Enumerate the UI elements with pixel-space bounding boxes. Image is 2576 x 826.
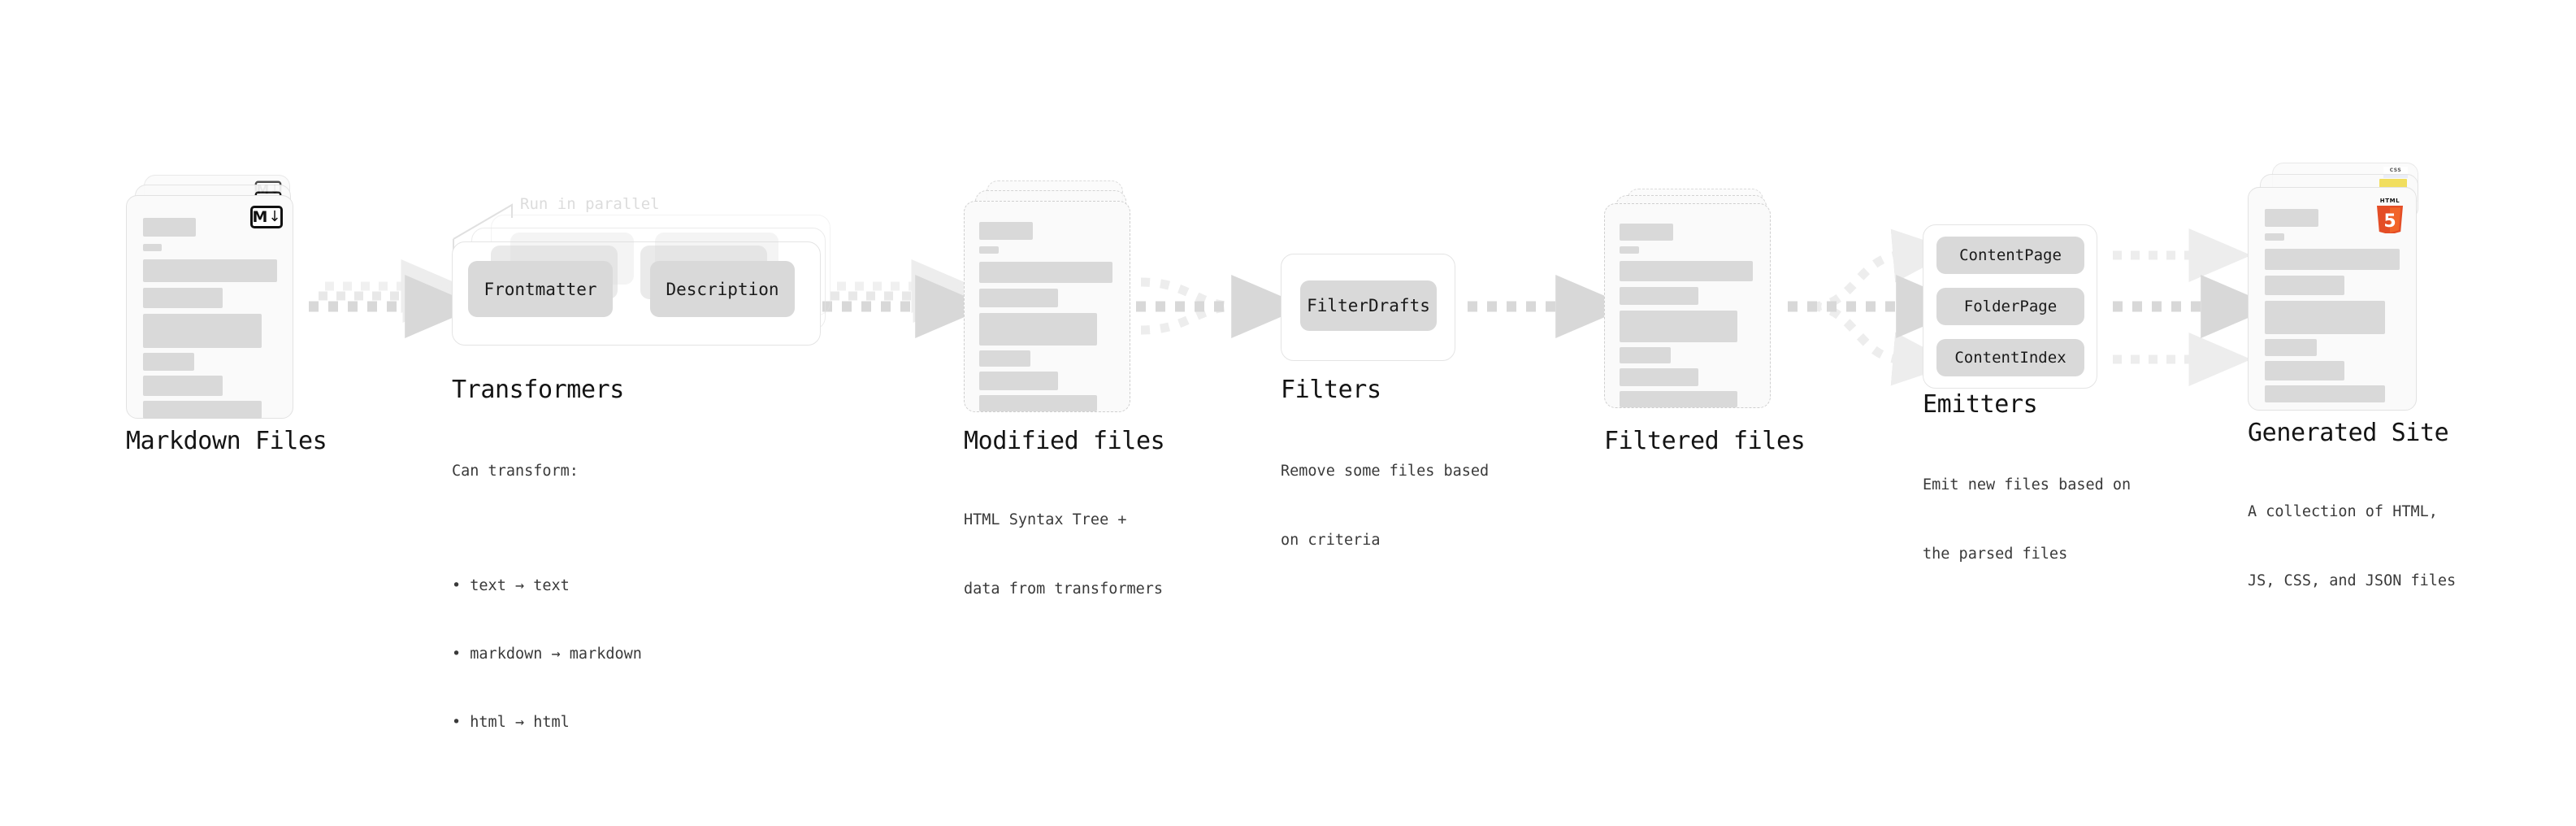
skeleton-bar xyxy=(979,262,1112,283)
skeleton-bar xyxy=(2265,339,2317,356)
transformers-bullet-1: • markdown → markdown xyxy=(452,646,642,663)
emitters-pill-contentindex[interactable]: ContentIndex xyxy=(1936,339,2084,376)
css-badge-label: CSS xyxy=(2389,167,2402,173)
markdown-card-stack: M ↓ M ↓ M ↓ xyxy=(126,175,301,419)
skeleton-bar xyxy=(2265,385,2385,402)
stage-title-filtered-files: Filtered files xyxy=(1604,427,1806,455)
markdown-card-front: M ↓ xyxy=(126,195,293,419)
markdown-badge-arrow-icon: ↓ xyxy=(268,208,281,225)
skeleton-bar xyxy=(979,222,1033,240)
stage-title-filters: Filters xyxy=(1281,376,1381,404)
skeleton-bar xyxy=(1620,224,1673,241)
skeleton-bar xyxy=(1620,368,1698,386)
pipeline-diagram: M ↓ M ↓ M ↓ xyxy=(126,163,2456,731)
filtered-card-front xyxy=(1604,203,1771,408)
filters-pill-filterdrafts-label: FilterDrafts xyxy=(1307,296,1430,315)
html5-badge: HTML 5 xyxy=(2374,196,2406,235)
stage-title-generated-site: Generated Site xyxy=(2248,419,2449,447)
emitters-caption-line-1: the parsed files xyxy=(1923,545,2068,563)
skeleton-bar xyxy=(979,313,1097,346)
skeleton-bar xyxy=(2265,276,2344,295)
generated-site-caption-line-1: JS, CSS, and JSON files xyxy=(2248,572,2457,589)
filters-caption-line-0: Remove some files based xyxy=(1281,463,1490,480)
run-in-parallel-annotation: Run in parallel xyxy=(520,195,660,213)
skeleton-bar xyxy=(143,314,262,348)
stage-title-emitters: Emitters xyxy=(1923,390,2038,419)
skeleton-bar xyxy=(979,372,1058,390)
modified-card-front xyxy=(964,201,1130,412)
transformer-pill-description-label: Description xyxy=(666,279,779,299)
connector-modified-to-filters xyxy=(1136,275,1306,338)
skeleton-bar xyxy=(1620,261,1753,281)
stage-modified-files xyxy=(964,180,1143,416)
connector-md-to-transformers xyxy=(309,259,479,338)
skeleton-bar xyxy=(2265,233,2284,241)
skeleton-bar xyxy=(1620,311,1737,342)
skeleton-bar xyxy=(979,395,1097,411)
filtered-card-stack xyxy=(1604,189,1783,416)
generated-site-card-stack: CSS HTML 5 xyxy=(2248,163,2435,415)
skeleton-bar xyxy=(143,244,162,251)
modified-caption-line-0: HTML Syntax Tree + xyxy=(964,511,1127,529)
skeleton-bar xyxy=(143,218,196,237)
stage-caption-transformers: Can transform: • text → text • markdown … xyxy=(452,415,642,826)
skeleton-bar xyxy=(143,353,194,371)
skeleton-bar xyxy=(2265,249,2400,270)
stage-caption-emitters: Emit new files based on the parsed files xyxy=(1923,428,2131,611)
skeleton-bar xyxy=(143,259,277,282)
transformers-bullet-0: • text → text xyxy=(452,576,570,594)
connector-emitters-to-site xyxy=(2113,228,2275,386)
skeleton-bar xyxy=(979,289,1058,307)
stage-title-modified-files: Modified files xyxy=(964,427,1165,455)
skeleton-bar xyxy=(1620,347,1671,363)
skeleton-bar xyxy=(1620,287,1698,305)
svg-text:HTML: HTML xyxy=(2380,198,2400,204)
stage-generated-site: CSS HTML 5 xyxy=(2248,163,2435,415)
modified-caption-line-1: data from transformers xyxy=(964,580,1164,598)
markdown-badge: M ↓ xyxy=(250,206,283,228)
skeleton-bar xyxy=(1620,246,1639,254)
generated-site-caption-line-0: A collection of HTML, xyxy=(2248,503,2438,521)
skeleton-bar xyxy=(143,288,223,308)
stage-filtered-files xyxy=(1604,189,1783,416)
skeleton-bar xyxy=(1620,391,1737,407)
stage-title-transformers: Transformers xyxy=(452,376,624,404)
markdown-badge-letter: M xyxy=(252,207,268,226)
emitters-pill-folderpage-label: FolderPage xyxy=(1963,298,2058,315)
filters-pill-filterdrafts[interactable]: FilterDrafts xyxy=(1300,280,1437,331)
connector-filtered-to-emitters xyxy=(1788,228,1971,386)
filters-caption-line-1: on criteria xyxy=(1281,531,1381,549)
emitters-pill-contentpage[interactable]: ContentPage xyxy=(1936,237,2084,274)
transformers-caption-intro: Can transform: xyxy=(452,463,579,480)
transformer-pill-description[interactable]: Description xyxy=(650,261,795,317)
emitters-caption-line-0: Emit new files based on xyxy=(1923,476,2131,494)
skeleton-bar xyxy=(979,350,1030,367)
stage-caption-filters: Remove some files based on criteria xyxy=(1281,415,1489,598)
stage-title-markdown-files: Markdown Files xyxy=(126,427,327,455)
skeleton-bar xyxy=(143,376,223,396)
transformer-pill-frontmatter-label: Frontmatter xyxy=(484,279,597,299)
skeleton-bar xyxy=(2265,209,2318,227)
skeleton-bar xyxy=(2265,301,2385,334)
emitters-pill-contentindex-label: ContentIndex xyxy=(1954,349,2066,367)
stage-caption-generated-site: A collection of HTML, JS, CSS, and JSON … xyxy=(2248,455,2456,638)
emitters-pill-folderpage[interactable]: FolderPage xyxy=(1936,288,2084,325)
html5-badge-icon: HTML 5 xyxy=(2377,198,2403,235)
stage-caption-modified-files: HTML Syntax Tree + data from transformer… xyxy=(964,463,1163,646)
modified-card-stack xyxy=(964,180,1143,416)
skeleton-bar xyxy=(2265,361,2344,380)
transformers-bullet-2: • html → html xyxy=(452,714,570,732)
connector-transformers-to-modified xyxy=(822,259,990,338)
transformers-caption-bullets: • text → text • markdown → markdown • ht… xyxy=(452,529,642,780)
skeleton-bar xyxy=(979,246,999,254)
transformer-pill-frontmatter[interactable]: Frontmatter xyxy=(468,261,613,317)
skeleton-bar xyxy=(143,401,262,419)
generated-site-card-front: HTML 5 xyxy=(2248,187,2417,411)
emitters-pill-contentpage-label: ContentPage xyxy=(1959,246,2062,264)
svg-text:5: 5 xyxy=(2383,211,2396,232)
stage-markdown-files: M ↓ M ↓ M ↓ xyxy=(126,175,301,419)
